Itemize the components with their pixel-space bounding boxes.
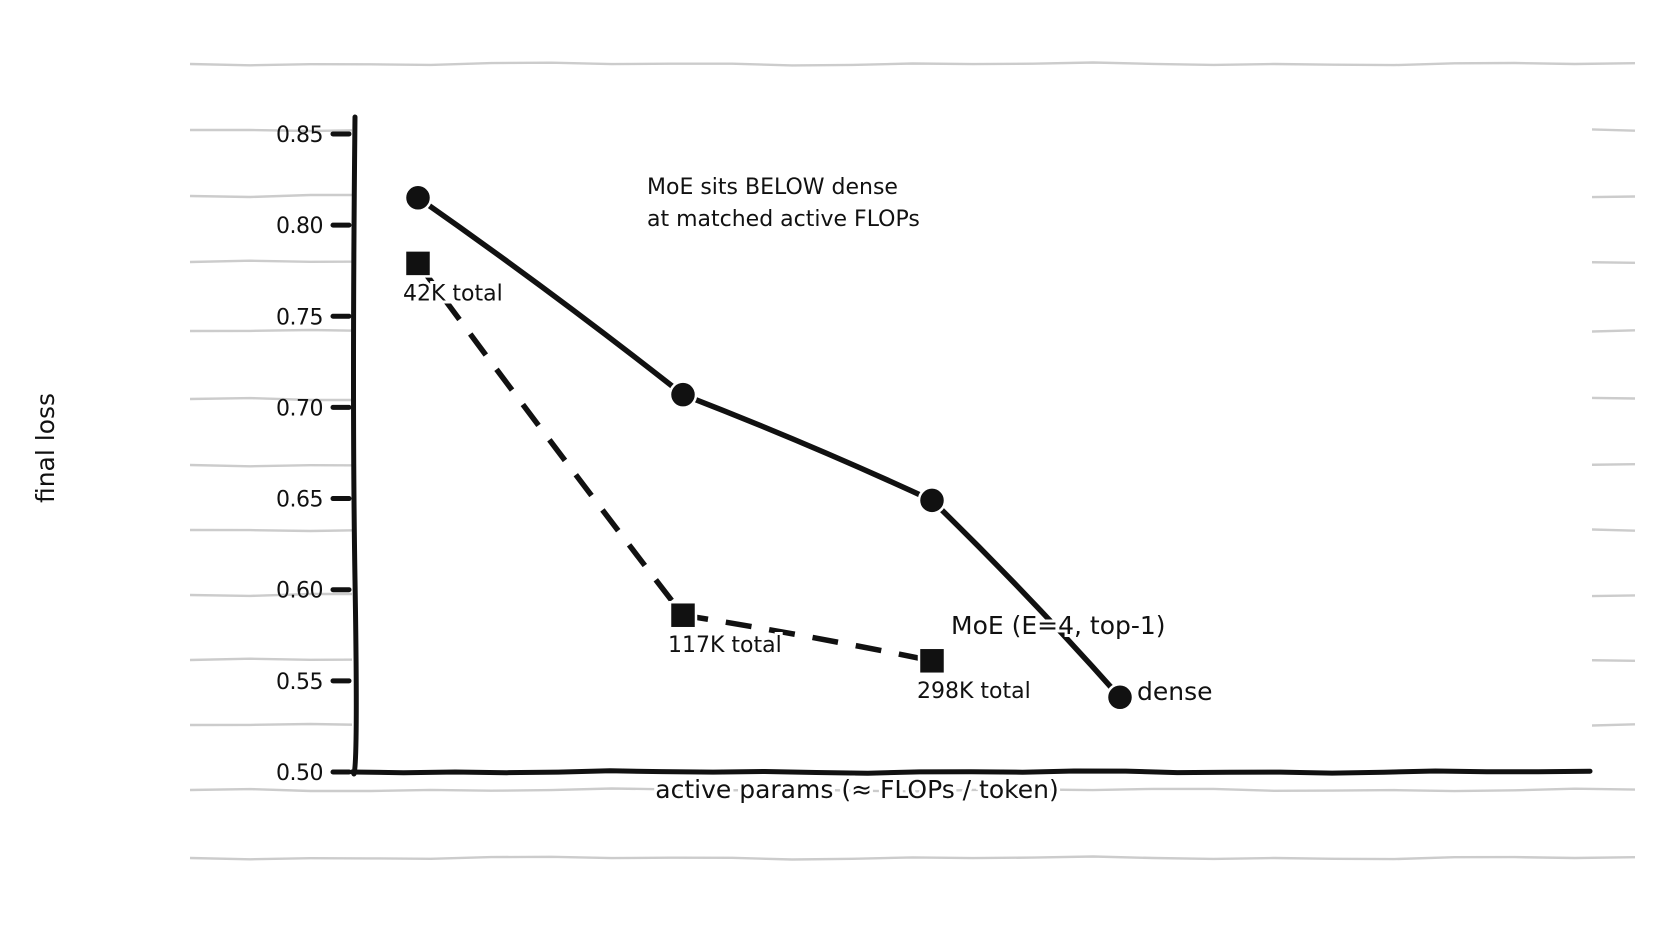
series-label-dense: dense bbox=[1137, 677, 1213, 706]
series-label-moe: MoE (E=4, top-1) bbox=[951, 611, 1166, 640]
grid-line bbox=[189, 787, 1636, 793]
moe-point bbox=[668, 600, 698, 630]
plot-area bbox=[352, 100, 1592, 772]
y-tick-label: 0.75 bbox=[276, 305, 323, 330]
y-tick-label: 0.60 bbox=[276, 579, 323, 604]
dense-point bbox=[668, 380, 698, 409]
series bbox=[403, 183, 1135, 712]
moe-point-label: 298K total bbox=[917, 679, 1031, 704]
moe-point bbox=[403, 249, 433, 278]
y-ticks: 0.50 0.55 0.60 0.65 0.70 0.75 0.80 0.85 bbox=[276, 123, 352, 786]
y-tick-label: 0.80 bbox=[276, 214, 323, 239]
y-tick-label: 0.65 bbox=[276, 488, 323, 513]
series-line-dense bbox=[416, 195, 1123, 700]
x-axis-line bbox=[349, 768, 1593, 776]
moe-point-label: 42K total bbox=[403, 281, 503, 306]
grid-line bbox=[189, 855, 1636, 861]
moe-point-label: 117K total bbox=[668, 633, 782, 658]
y-tick-label: 0.85 bbox=[276, 123, 323, 148]
y-axis-label: final loss bbox=[31, 393, 60, 503]
y-tick-label: 0.70 bbox=[276, 396, 323, 421]
annotation-line-2: at matched active FLOPs bbox=[647, 207, 920, 232]
y-axis-line bbox=[351, 114, 359, 777]
grid-line bbox=[189, 61, 1636, 67]
dense-point bbox=[1105, 683, 1135, 712]
dense-point bbox=[917, 486, 947, 515]
point-labels: 42K total 117K total 298K total bbox=[400, 278, 1034, 706]
annotation: MoE sits BELOW dense at matched active F… bbox=[647, 175, 920, 232]
grid-lines bbox=[189, 61, 1636, 861]
moe-point bbox=[917, 646, 947, 676]
y-tick-label: 0.55 bbox=[276, 670, 323, 695]
axes bbox=[349, 114, 1593, 777]
series-line-moe bbox=[415, 261, 933, 664]
y-tick-label: 0.50 bbox=[276, 761, 323, 786]
x-axis-label: active params (≈ FLOPs / token) bbox=[655, 775, 1058, 804]
dense-point bbox=[403, 183, 433, 213]
annotation-line-1: MoE sits BELOW dense bbox=[647, 175, 898, 200]
